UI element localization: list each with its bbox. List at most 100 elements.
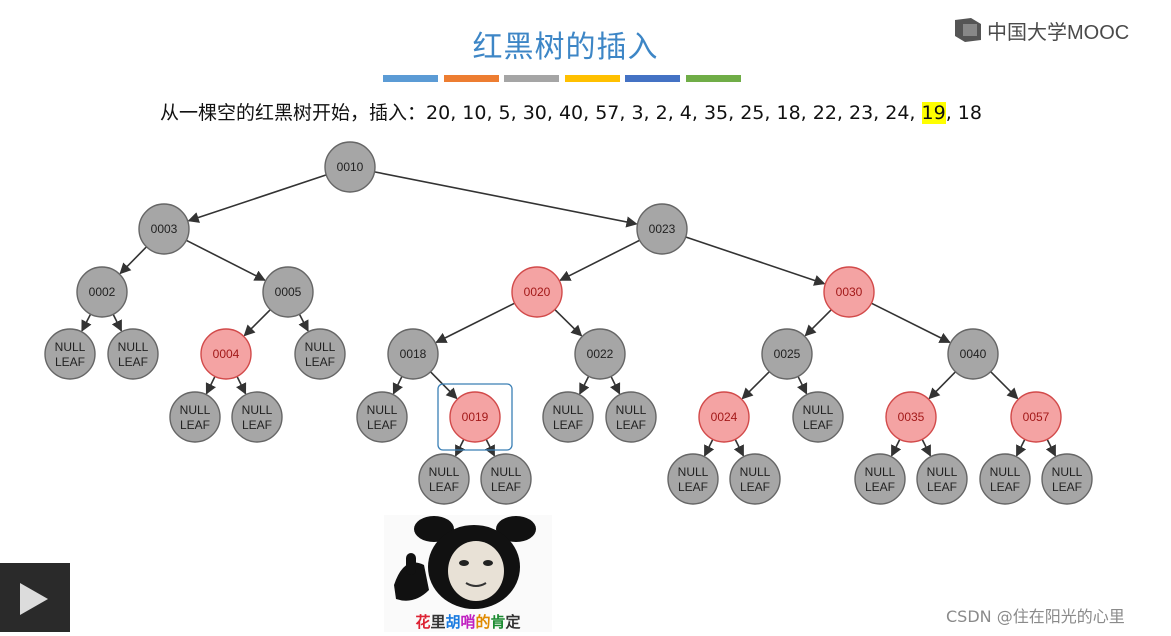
red-node-circle [698,391,750,443]
tree-edge [579,375,590,395]
tree-edge [205,376,216,395]
tree-node-0057: 0057 [1010,391,1062,443]
tree-node-0019: 0019 [449,391,501,443]
tree-edge [804,309,832,337]
meme-caption: 花里胡哨的肯定 [384,611,552,632]
leaf-label: LEAF [865,480,895,494]
tree-edge [298,313,309,332]
leaf-circle [667,453,719,505]
red-node-circle [511,266,563,318]
leaf-circle [294,328,346,380]
play-button[interactable] [0,563,70,632]
caption-char: 的 [475,613,491,631]
leaf-circle [231,391,283,443]
tree-node-0005: 0005 [262,266,314,318]
black-node-circle [324,141,376,193]
node-label: 0005 [275,285,302,299]
leaf-label: NULL [242,403,273,417]
color-bar [685,75,741,82]
tree-node-0035: 0035 [885,391,937,443]
node-label: 0025 [774,347,801,361]
node-label: 0023 [649,222,676,236]
current-key-highlight: 19 [921,102,946,124]
leaf-circle [418,453,470,505]
leaf-label: LEAF [55,355,85,369]
node-label: 0057 [1023,410,1050,424]
node-label: 0019 [462,410,489,424]
leaf-circle [979,453,1031,505]
tree-edge [435,302,515,344]
black-node-circle [387,328,439,380]
leaf-label: LEAF [367,418,397,432]
black-node-circle [947,328,999,380]
leaf-label: LEAF [616,418,646,432]
tree-node-0010: 0010 [324,141,376,193]
black-node-circle [761,328,813,380]
leaf-label: LEAF [305,355,335,369]
tree-edge [685,236,826,286]
leaf-label: NULL [1052,465,1083,479]
panda-thumbs-up-icon [394,516,536,609]
color-bar [383,75,438,82]
leaf-label: LEAF [803,418,833,432]
leaf-label: NULL [927,465,958,479]
node-label: 0020 [524,285,551,299]
tree-node-0040: 0040 [947,328,999,380]
leaf-label: LEAF [990,480,1020,494]
tree-node-0023: 0023 [636,203,688,255]
csdn-watermark: CSDN @住在阳光的心里 [946,607,1125,626]
leaf-label: NULL [740,465,771,479]
tree-edge [733,439,745,457]
play-icon [20,583,48,615]
logo-text: 中国大学MOOC [987,22,1130,44]
tree-edge [185,239,266,281]
red-node-circle [885,391,937,443]
mooc-logo-icon [955,18,981,42]
leaf-circle [854,453,906,505]
tree-edges [81,171,1057,457]
red-node-circle [200,328,252,380]
tree-node-0020: 0020 [511,266,563,318]
tree-edge [243,309,271,337]
node-label: 0002 [89,285,116,299]
caption-char: 花 [415,613,431,631]
color-bar [625,75,680,82]
black-node-circle [138,203,190,255]
tree-edge [392,376,403,395]
black-node-circle [76,266,128,318]
tree-node-0018: 0018 [387,328,439,380]
tree-edge [610,376,621,395]
tree-node-0024: 0024 [698,391,750,443]
tree-node-0025: 0025 [761,328,813,380]
node-label: 0035 [898,410,925,424]
caption-char: 胡 [445,613,461,631]
node-label: 0040 [960,347,987,361]
leaf-circle [356,391,408,443]
tree-edge [1045,439,1057,457]
leaf-label: LEAF [740,480,770,494]
node-label: 0010 [337,160,364,174]
leaf-label: NULL [553,403,584,417]
leaf-label: NULL [865,465,896,479]
leaf-circle [480,453,532,505]
red-node-circle [823,266,875,318]
tree-edge [119,246,148,275]
tree-edge [1015,439,1027,457]
tree-edge [741,371,770,400]
tree-edge [111,314,123,332]
caption-char: 肯 [490,613,506,631]
node-label: 0022 [587,347,614,361]
tree-edge [374,171,638,228]
tree-node-0002: 0002 [76,266,128,318]
